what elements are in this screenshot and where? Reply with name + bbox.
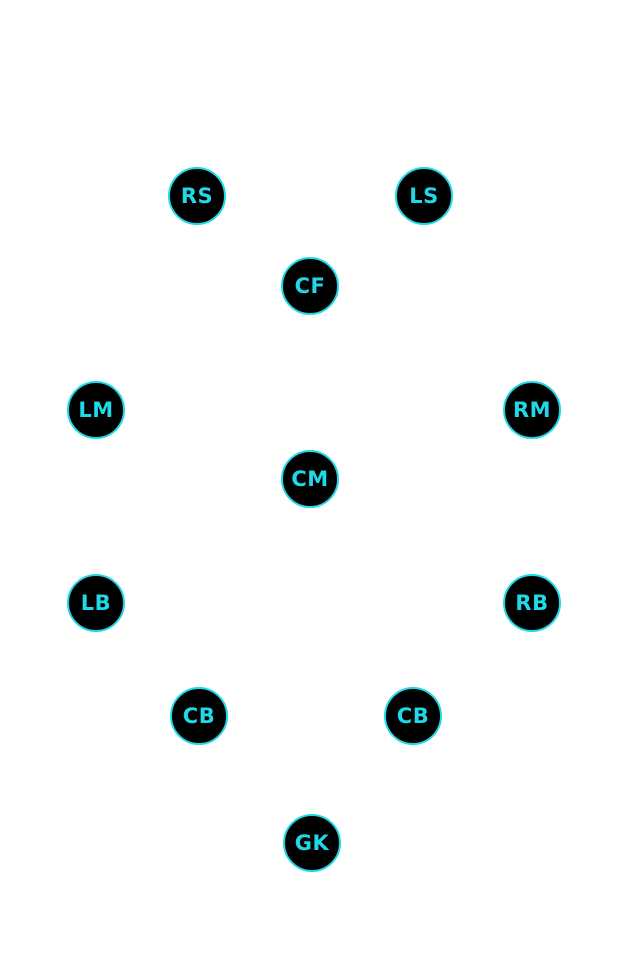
player-role-label: CF xyxy=(294,273,326,298)
player-token-cf[interactable]: CF xyxy=(281,257,339,315)
player-role-label: RS xyxy=(180,183,214,208)
player-role-label: LM xyxy=(78,397,114,422)
player-role-label: CB xyxy=(396,703,430,728)
player-token-cb-right[interactable]: CB xyxy=(384,687,442,745)
player-role-label: CB xyxy=(182,703,216,728)
player-role-label: RM xyxy=(512,397,552,422)
player-role-label: RB xyxy=(515,590,549,615)
player-token-cb-left[interactable]: CB xyxy=(170,687,228,745)
player-token-gk[interactable]: GK xyxy=(283,814,341,872)
player-token-lb[interactable]: LB xyxy=(67,574,125,632)
player-role-label: LS xyxy=(409,183,439,208)
player-token-rb[interactable]: RB xyxy=(503,574,561,632)
player-role-label: CM xyxy=(291,466,329,491)
player-role-label: LB xyxy=(80,590,112,615)
player-token-lm[interactable]: LM xyxy=(67,381,125,439)
player-token-rs[interactable]: RS xyxy=(168,167,226,225)
player-token-cm[interactable]: CM xyxy=(281,450,339,508)
player-token-ls[interactable]: LS xyxy=(395,167,453,225)
player-role-label: GK xyxy=(294,830,330,855)
player-token-rm[interactable]: RM xyxy=(503,381,561,439)
